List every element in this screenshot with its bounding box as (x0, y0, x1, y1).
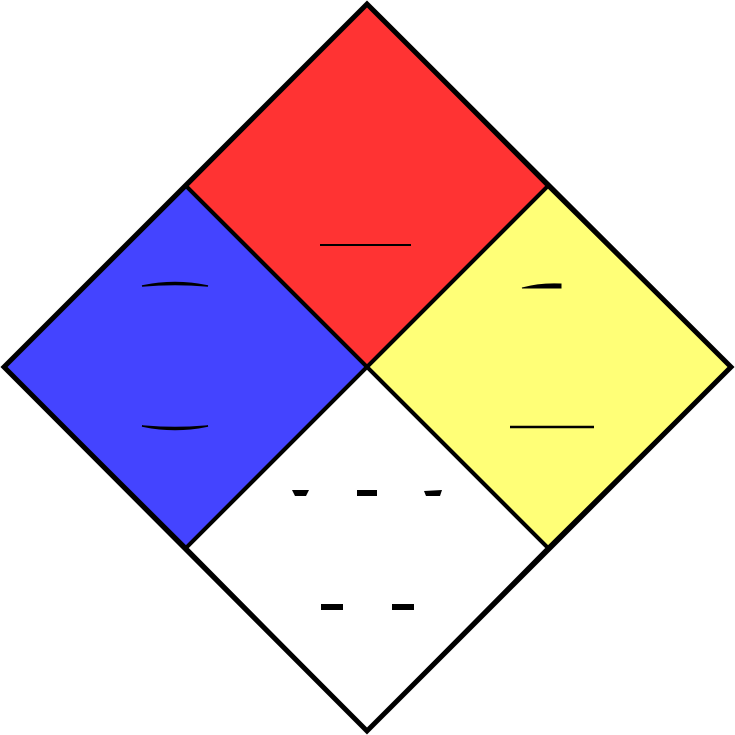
bottom-mark-dash-1 (292, 490, 309, 496)
bottom-mark-dash-4 (321, 604, 343, 610)
left-mark-arc-upper (141, 281, 209, 287)
bottom-mark-dash-3 (424, 490, 442, 496)
right-mark-partial-dash (521, 283, 562, 289)
bottom-mark-dash-5 (392, 604, 414, 610)
left-mark-arc-lower (141, 425, 209, 431)
bottom-mark-dash-2 (357, 490, 377, 496)
